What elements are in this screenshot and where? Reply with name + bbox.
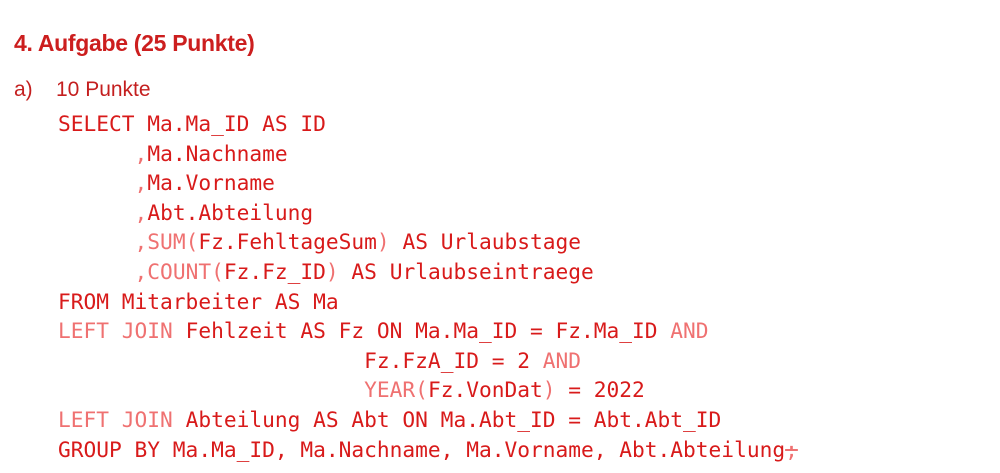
struck-semicolon: ;	[785, 436, 798, 462]
sql-line-join-fehlzeit: LEFT JOIN Fehlzeit AS Fz ON Ma.Ma_ID = F…	[58, 318, 709, 344]
part-a-points: 10 Punkte	[56, 78, 151, 101]
sql-line-count: ,COUNT(Fz.Fz_ID) AS Urlaubseintraege	[134, 258, 594, 284]
sql-line-select: SELECT Ma.Ma_ID AS ID	[58, 111, 326, 136]
task-heading: 4. Aufgabe (25 Punkte)	[14, 30, 255, 56]
sql-code-block: SELECT Ma.Ma_ID AS ID ,Ma.Nachname ,Ma.V…	[58, 109, 798, 464]
sql-line-from: FROM Mitarbeiter AS Ma	[58, 288, 339, 314]
sql-line-join-abteilung: LEFT JOIN Abteilung AS Abt ON Ma.Abt_ID …	[58, 406, 722, 432]
sql-line-year: YEAR(Fz.VonDat) = 2022	[364, 377, 645, 403]
part-a-marker: a)	[14, 78, 33, 101]
sql-line-sum: ,SUM(Fz.FehltageSum) AS Urlaubstage	[134, 229, 582, 255]
sql-line-fza: Fz.FzA_ID = 2 AND	[364, 347, 582, 373]
sql-line-abteilung: ,Abt.Abteilung	[134, 199, 314, 225]
sql-line-nachname: ,Ma.Nachname	[134, 140, 288, 166]
sql-line-group-by: GROUP BY Ma.Ma_ID, Ma.Nachname, Ma.Vorna…	[58, 436, 798, 462]
sql-line-vorname: ,Ma.Vorname	[134, 170, 275, 196]
